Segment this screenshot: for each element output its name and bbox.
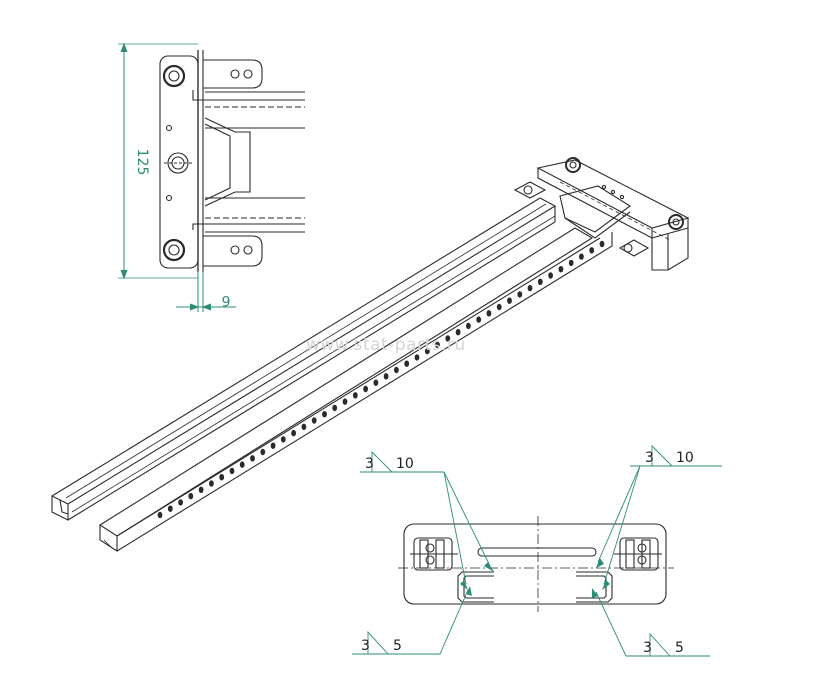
isometric-view (50, 157, 690, 553)
rail-hole (198, 486, 204, 493)
rail-hole (424, 347, 430, 355)
rail-hole (342, 398, 348, 405)
side-view-bottom-bolt (162, 238, 186, 262)
dimension-height-label: 125 (134, 149, 150, 176)
weld-leaders (352, 444, 722, 657)
weld-top-right-leg: 3 (645, 450, 654, 466)
rail-hole (496, 303, 502, 311)
weld-bottom-left-length: 5 (393, 638, 402, 654)
rail-hole (599, 240, 605, 248)
rail-hole (229, 467, 235, 475)
weld-bottom-right-length: 5 (675, 640, 684, 656)
rail-hole (270, 442, 276, 449)
iso-rail-holes (157, 240, 605, 519)
rail-hole (332, 404, 338, 412)
rail-hole (301, 423, 307, 430)
weld-bottom-left-leg: 3 (361, 638, 370, 654)
rail-hole (435, 341, 440, 348)
side-view-top-bolt (162, 64, 186, 88)
rail-hole (394, 366, 399, 374)
side-view-bracket (204, 117, 251, 207)
dimension-thickness (176, 272, 236, 312)
rail-hole (260, 448, 266, 456)
rail-hole (414, 354, 420, 361)
section-right-channel (576, 571, 613, 603)
rail-hole (363, 385, 368, 393)
side-view (159, 50, 305, 272)
rail-hole (517, 291, 523, 298)
rail-hole (219, 474, 225, 481)
rail-hole (466, 322, 471, 330)
rail-hole (311, 417, 317, 424)
weld-top-right-length: 10 (676, 450, 694, 466)
rail-hole (250, 455, 255, 462)
rail-hole (527, 284, 533, 292)
weld-top-left-leg: 3 (365, 456, 374, 472)
rail-hole (455, 329, 461, 336)
rail-hole (537, 278, 543, 285)
side-view-bottom-ear (203, 235, 263, 267)
dimension-height (118, 42, 198, 280)
watermark: www.stat-parts.ru (306, 335, 466, 355)
side-view-center-fitting (167, 152, 189, 174)
section-left-channel (457, 571, 494, 603)
iso-bolt-2 (668, 214, 684, 230)
rail-hole (178, 499, 184, 506)
iso-left-rail (50, 197, 557, 505)
rail-hole (322, 411, 327, 418)
rail-hole (188, 492, 194, 500)
rail-hole (486, 310, 492, 317)
rail-hole (548, 272, 553, 279)
rail-hole (291, 429, 296, 437)
rail-hole (568, 259, 574, 267)
rail-hole (383, 373, 389, 380)
side-view-plate (159, 55, 199, 269)
rail-hole (209, 480, 214, 487)
iso-bolt-1 (565, 157, 581, 173)
rail-hole (352, 392, 358, 399)
rail-hole (280, 436, 286, 443)
rail-hole (476, 316, 482, 323)
rail-hole (579, 253, 584, 260)
rail-hole (558, 266, 564, 273)
rail-hole (373, 379, 379, 386)
iso-perforated-rail (98, 227, 594, 537)
rail-hole (157, 511, 163, 519)
rail-hole (589, 247, 595, 254)
rail-hole (239, 461, 245, 468)
dimension-thickness-label: 6 (221, 292, 230, 308)
rail-hole (404, 360, 410, 367)
rail-hole (445, 335, 451, 342)
side-view-top-ear (203, 59, 263, 89)
rail-hole (507, 297, 512, 304)
section-outline (403, 523, 667, 605)
rail-hole (167, 505, 173, 512)
weld-top-left-length: 10 (396, 456, 414, 472)
section-slot (477, 547, 597, 557)
weld-bottom-right-leg: 3 (643, 640, 652, 656)
section-view (398, 516, 674, 612)
